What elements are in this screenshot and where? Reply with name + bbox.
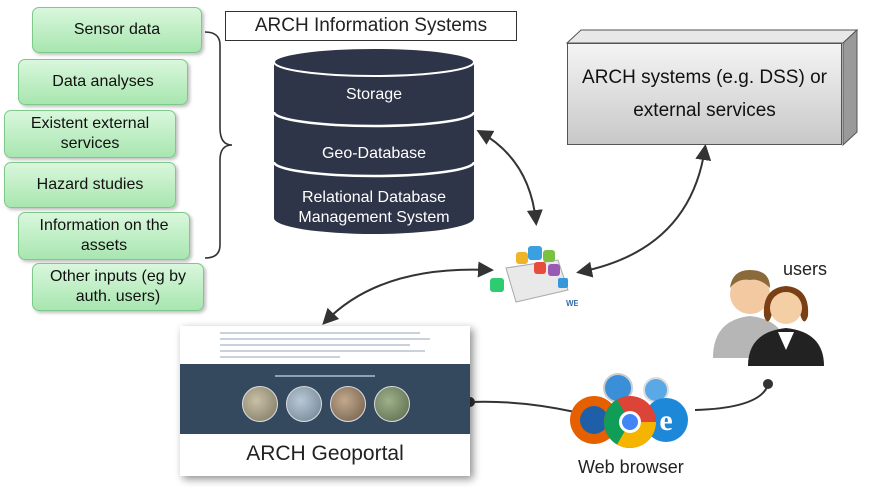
db-layer-geo-database: Geo-Database bbox=[321, 145, 427, 162]
web-browser-label: Web browser bbox=[578, 457, 684, 477]
db-layer-storage: Storage bbox=[345, 86, 403, 103]
system-title: ARCH Information Systems bbox=[225, 11, 517, 41]
web-label: WEB bbox=[566, 299, 578, 308]
portal-thumbnail bbox=[286, 386, 322, 422]
input-sensor-data: Sensor data bbox=[32, 7, 202, 53]
input-label: Other inputs (eg by auth. users) bbox=[49, 268, 187, 305]
portal-thumbnail bbox=[374, 386, 410, 422]
users-label: users bbox=[783, 259, 828, 279]
input-information-on-assets: Information on the assets bbox=[18, 212, 190, 260]
input-label: Sensor data bbox=[73, 21, 161, 38]
input-label: Data analyses bbox=[52, 73, 154, 90]
portal-thumbnail bbox=[330, 386, 366, 422]
external-box-depth bbox=[565, 28, 859, 147]
external-systems-text: ARCH systems (e.g. DSS) or external serv… bbox=[582, 67, 827, 121]
portal-thumbnail bbox=[242, 386, 278, 422]
input-label: Hazard studies bbox=[36, 176, 144, 193]
web-portal-arrow bbox=[322, 261, 494, 325]
input-label: Existent external services bbox=[30, 115, 150, 152]
input-hazard-studies: Hazard studies bbox=[4, 162, 176, 208]
ext-web-arrow bbox=[576, 144, 712, 278]
inputs-bracket bbox=[204, 31, 233, 259]
users-icon bbox=[713, 270, 824, 366]
svg-text:e: e bbox=[659, 404, 672, 437]
ie-icon bbox=[644, 398, 688, 442]
portal-text-lines bbox=[220, 332, 430, 358]
input-data-analyses: Data analyses bbox=[18, 59, 188, 105]
db-web-arrow bbox=[476, 130, 543, 226]
database-cylinder bbox=[272, 47, 476, 234]
portal-browser-line bbox=[469, 400, 576, 413]
input-existent-external-services: Existent external services bbox=[4, 110, 176, 158]
portal-caption: ARCH Geoportal bbox=[246, 442, 404, 465]
input-label: Information on the assets bbox=[39, 217, 169, 254]
external-systems-box: ARCH systems (e.g. DSS) or external serv… bbox=[567, 43, 842, 145]
browser-users-line bbox=[694, 384, 769, 411]
system-title-text: ARCH Information Systems bbox=[254, 15, 488, 36]
portal-banner bbox=[180, 364, 470, 434]
browser-icons: e bbox=[570, 373, 688, 448]
web-apps-icon: WEB bbox=[490, 246, 578, 308]
input-other-inputs: Other inputs (eg by auth. users) bbox=[32, 263, 204, 311]
db-layer-rdbms: Relational Database Management System bbox=[298, 189, 450, 226]
geoportal-screenshot: ARCH Geoportal bbox=[180, 326, 470, 476]
